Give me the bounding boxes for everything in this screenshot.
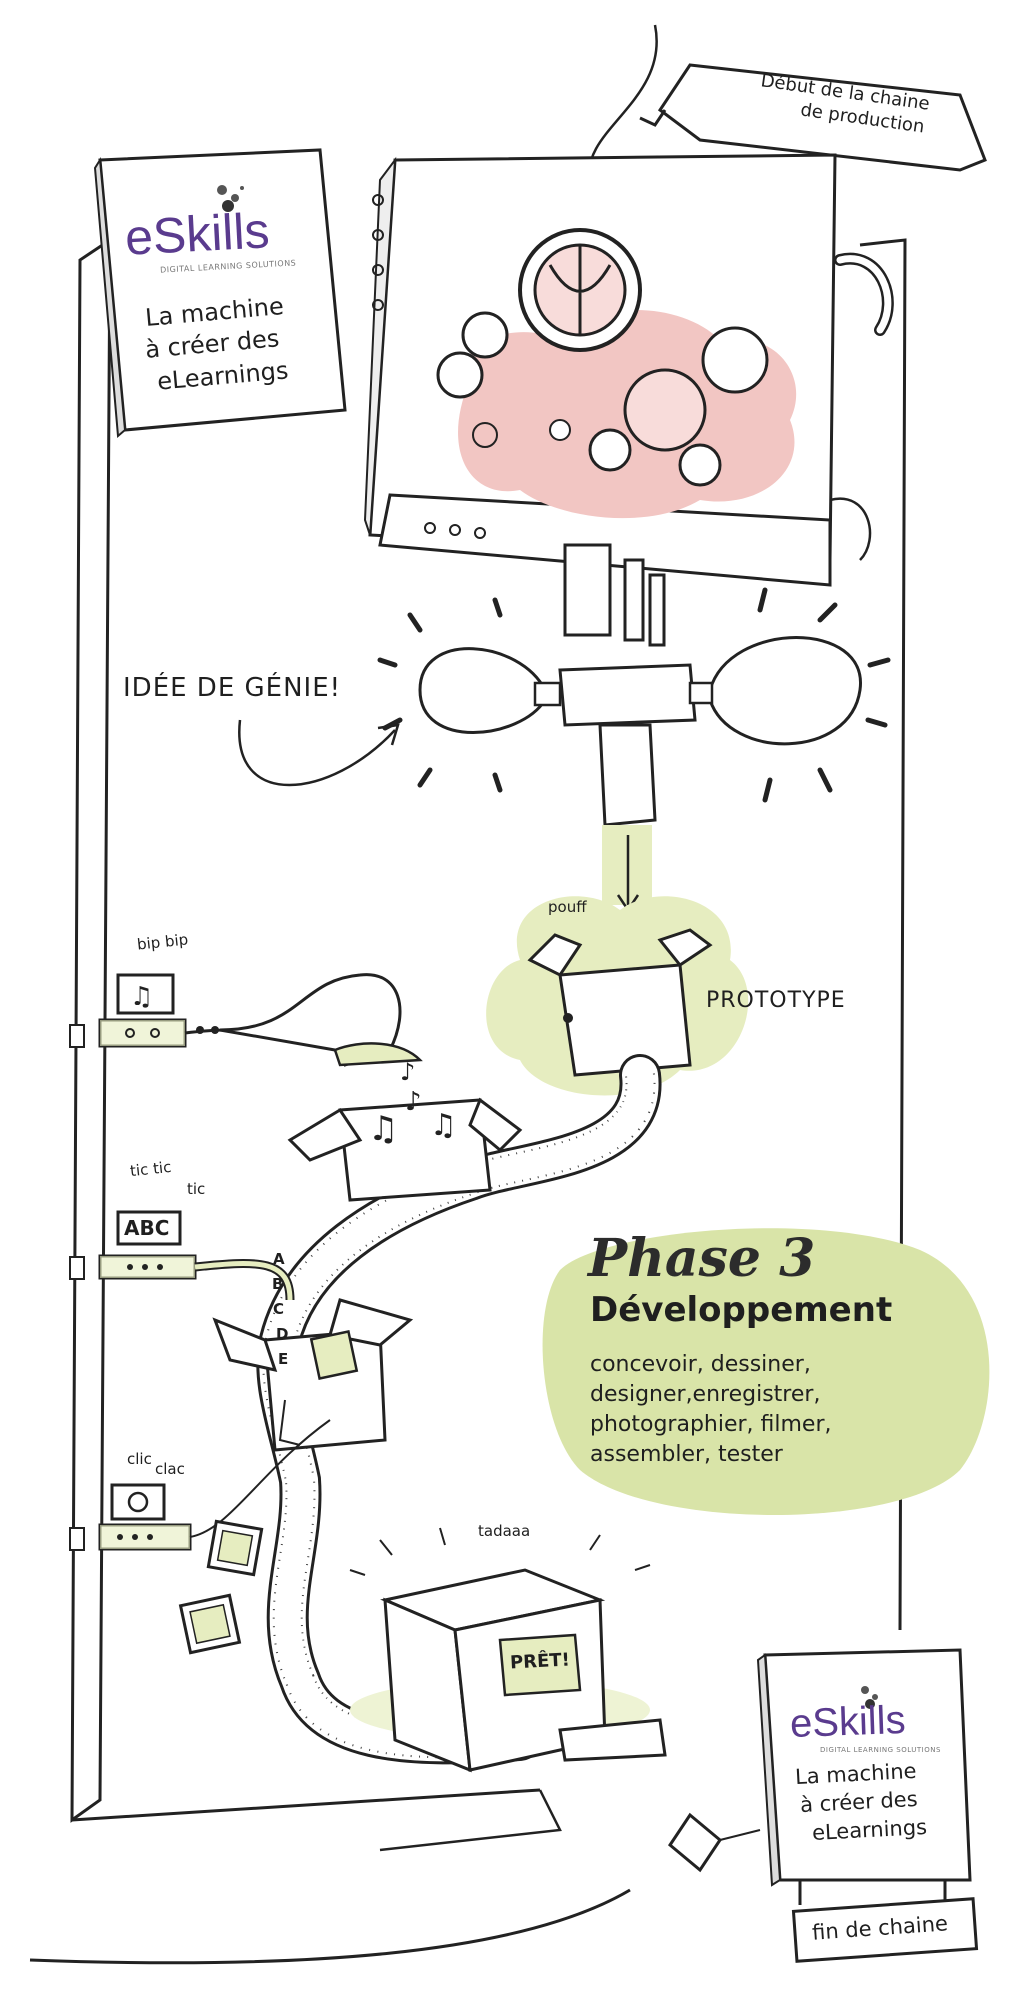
phase-line-3: photographier, filmer,	[590, 1412, 832, 1437]
bottom-logo: eSkills	[789, 1697, 907, 1747]
letter-d: D	[276, 1325, 289, 1343]
music-device: ♫	[98, 973, 219, 1048]
svg-text:♫: ♫	[368, 1109, 398, 1149]
svg-text:♪: ♪	[400, 1058, 415, 1086]
svg-text:♫: ♫	[430, 1108, 457, 1143]
clic-label: clic	[127, 1450, 152, 1468]
bottom-logo-tagline: DIGITAL LEARNING SOLUTIONS	[820, 1746, 941, 1754]
phase-title: Phase 3	[588, 1228, 816, 1289]
pouff-label: pouff	[548, 898, 587, 916]
tadaaa-label: tadaaa	[478, 1522, 531, 1540]
ready-box	[349, 1527, 667, 1773]
letter-e: E	[278, 1350, 289, 1368]
phase-line-1: concevoir, dessiner,	[590, 1352, 811, 1377]
abc-label: ABC	[124, 1216, 170, 1240]
right-pipe	[834, 252, 894, 336]
photo-frames	[178, 1519, 264, 1655]
letter-c: C	[273, 1300, 285, 1318]
monitor	[363, 153, 837, 587]
abc-device	[98, 1210, 197, 1280]
tic-label-2: tic	[187, 1180, 206, 1198]
letter-a: A	[273, 1250, 285, 1268]
idea-arrow	[238, 719, 396, 787]
end-label-box	[791, 1897, 979, 1963]
phase-blob	[542, 1228, 990, 1515]
bottom-sticker	[668, 1648, 972, 1905]
idea-label: IDÉE DE GÉNIE!	[123, 673, 342, 703]
ready-label: PRÊT!	[509, 1649, 571, 1674]
prototype-box	[486, 896, 749, 1096]
camera-device	[98, 1419, 331, 1551]
phase-subtitle: Développement	[590, 1290, 893, 1330]
svg-text:♪: ♪	[405, 1087, 422, 1117]
phase-line-2: designer,enregistrer,	[590, 1382, 821, 1407]
music-box: ♫ ♪ ♫ ♫ ♪	[287, 1038, 523, 1202]
letters-box	[212, 1298, 414, 1452]
letter-b: B	[272, 1275, 284, 1293]
music-horn	[219, 973, 402, 1067]
clac-label: clac	[155, 1460, 185, 1478]
idea-machine	[377, 543, 891, 827]
svg-text:♫: ♫	[130, 982, 153, 1012]
phase-line-4: assembler, tester	[590, 1442, 783, 1467]
top-logo: eSkills	[123, 202, 271, 266]
start-banner	[639, 63, 987, 172]
prototype-label: PROTOTYPE	[706, 988, 846, 1013]
top-sticker	[93, 148, 347, 439]
